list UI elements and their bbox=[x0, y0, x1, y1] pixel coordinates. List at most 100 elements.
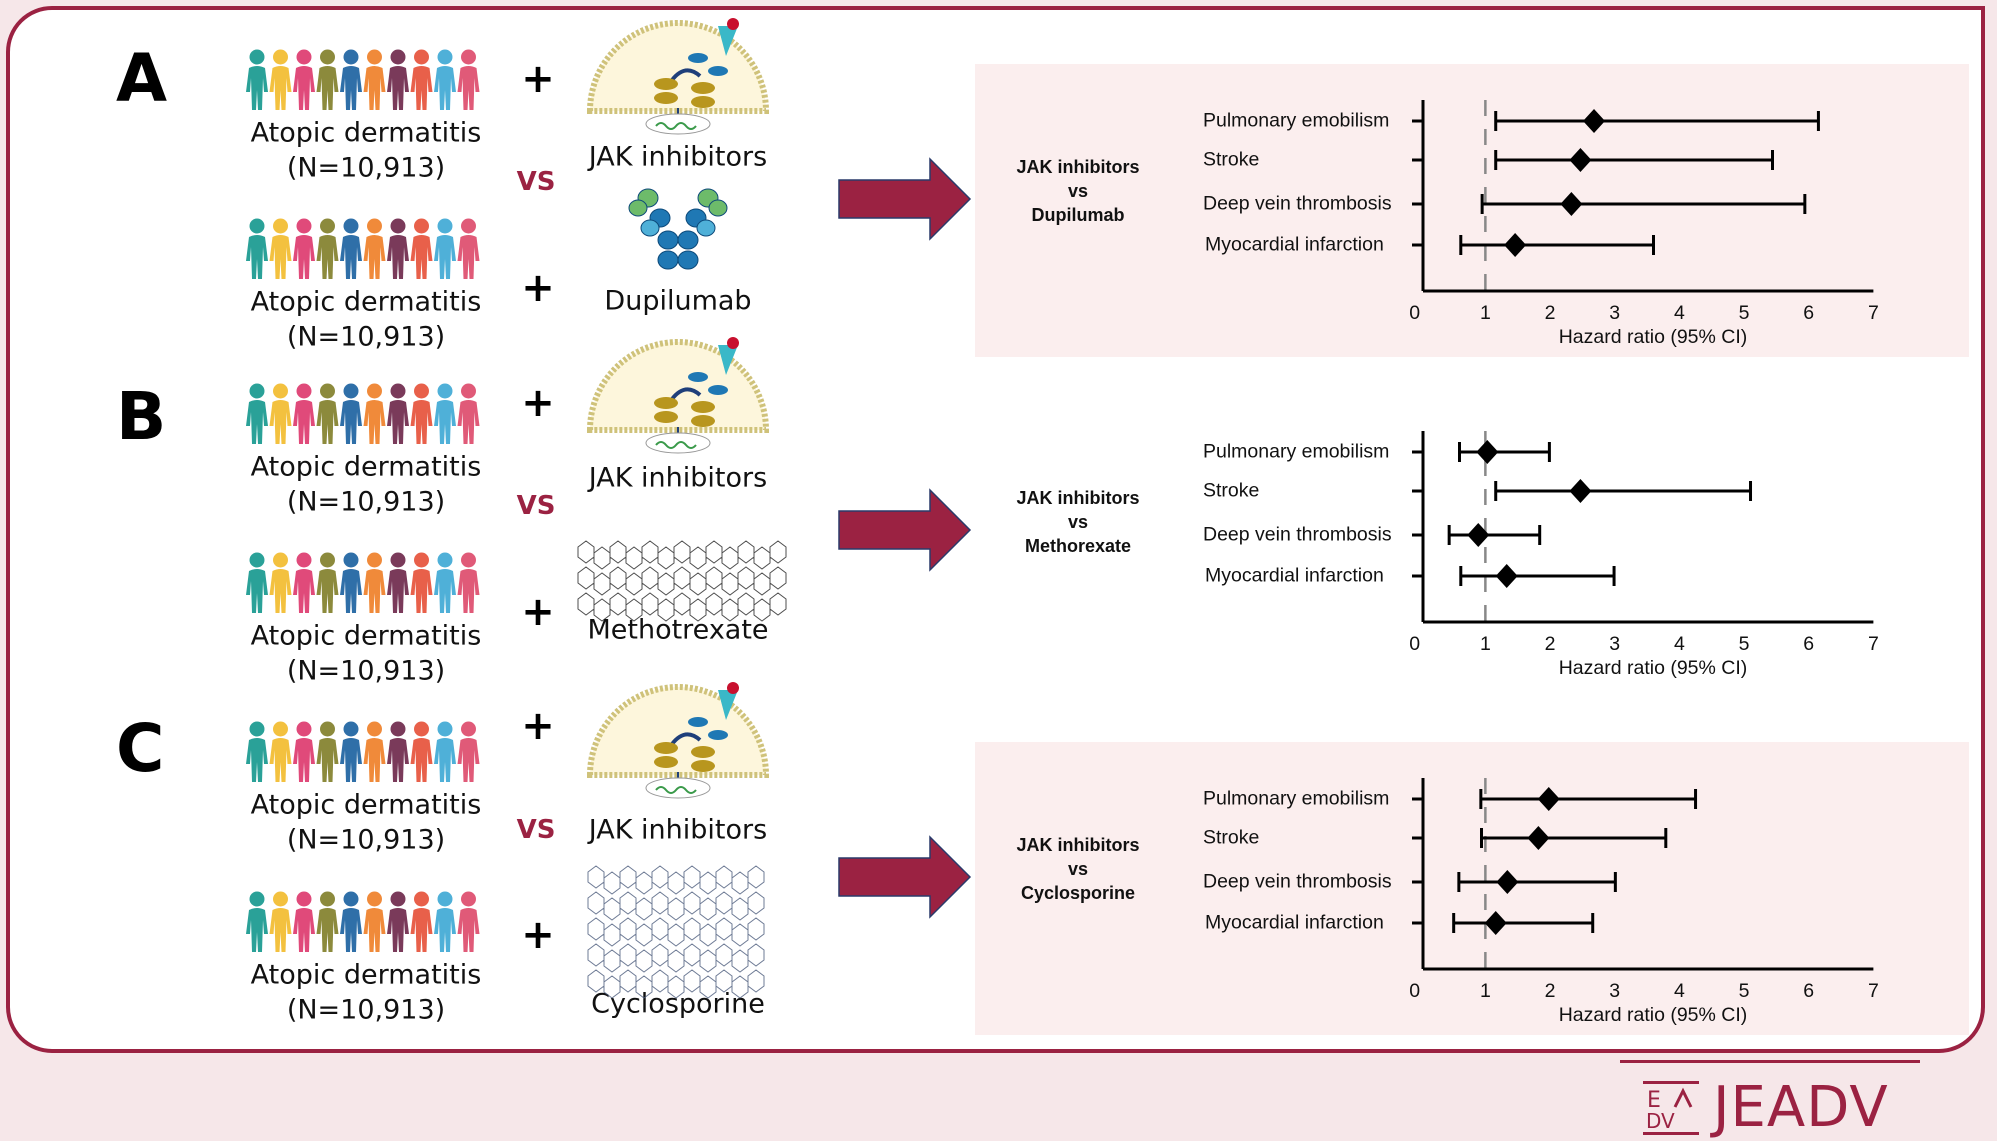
group-label: Atopic dermatitis bbox=[250, 959, 482, 991]
person-icon bbox=[457, 891, 480, 952]
vs-label: VS bbox=[516, 167, 556, 197]
outcome-label: Deep vein thrombosis bbox=[1203, 870, 1392, 893]
drug-label: Methotrexate bbox=[587, 614, 769, 646]
group-size: (N=10,913) bbox=[286, 655, 446, 687]
comparison-label-line: vs bbox=[1067, 859, 1089, 879]
x-tick-label: 6 bbox=[1803, 633, 1814, 655]
x-tick-label: 2 bbox=[1545, 980, 1556, 1002]
x-tick-label: 0 bbox=[1409, 980, 1420, 1002]
person-icon bbox=[363, 552, 386, 613]
patient-group-people bbox=[246, 383, 480, 444]
comparison-label-line: Methorexate bbox=[1024, 536, 1132, 556]
x-tick-label: 2 bbox=[1545, 633, 1556, 655]
x-tick-label: 2 bbox=[1545, 302, 1556, 324]
person-icon bbox=[387, 49, 409, 110]
plus-sign: + bbox=[521, 703, 555, 749]
person-icon bbox=[293, 552, 315, 613]
outcome-label: Myocardial infarction bbox=[1205, 564, 1384, 587]
comparison-panel-background bbox=[975, 64, 1969, 357]
drug-label: Dupilumab bbox=[604, 285, 752, 317]
plus-sign: + bbox=[521, 265, 555, 311]
plus-sign: + bbox=[521, 912, 555, 958]
person-icon bbox=[293, 49, 315, 110]
person-icon bbox=[269, 552, 292, 613]
x-axis-title: Hazard ratio (95% CI) bbox=[1559, 1004, 1748, 1026]
outcome-label: Pulmonary emobilism bbox=[1203, 440, 1390, 463]
outcome-label: Myocardial infarction bbox=[1205, 911, 1384, 934]
person-icon bbox=[316, 552, 339, 613]
person-icon bbox=[293, 218, 315, 279]
hazard-ratio-marker bbox=[1484, 911, 1507, 935]
arrow-icon bbox=[838, 488, 972, 572]
person-icon bbox=[316, 891, 339, 952]
x-tick-label: 3 bbox=[1609, 302, 1620, 324]
person-icon bbox=[410, 891, 433, 952]
person-icon bbox=[293, 891, 315, 952]
vs-label: VS bbox=[516, 815, 556, 845]
comparison-label-line: JAK inhibitors bbox=[1016, 835, 1140, 855]
panel-letter: A bbox=[116, 40, 168, 117]
x-tick-label: 6 bbox=[1803, 980, 1814, 1002]
person-icon bbox=[246, 552, 268, 613]
person-icon bbox=[316, 218, 339, 279]
outcome-label: Myocardial infarction bbox=[1205, 233, 1384, 256]
comparison-label-line: JAK inhibitors bbox=[1016, 488, 1140, 508]
patient-group-people bbox=[246, 721, 480, 782]
panel-letter: B bbox=[116, 378, 167, 455]
jak-pathway-icon bbox=[586, 682, 770, 799]
plus-sign: + bbox=[521, 56, 555, 102]
svg-text:DV: DV bbox=[1646, 1109, 1675, 1133]
person-icon bbox=[363, 49, 386, 110]
x-tick-label: 0 bbox=[1409, 302, 1420, 324]
hazard-ratio-marker bbox=[1560, 192, 1583, 216]
group-size: (N=10,913) bbox=[286, 321, 446, 353]
drug-label: JAK inhibitors bbox=[588, 141, 768, 173]
person-icon bbox=[457, 721, 480, 782]
person-icon bbox=[363, 383, 386, 444]
cyclosporine-structure-icon bbox=[587, 865, 765, 999]
jak-pathway-icon bbox=[586, 337, 770, 454]
person-icon bbox=[434, 721, 456, 782]
patient-group-people bbox=[246, 218, 480, 279]
person-icon bbox=[246, 218, 268, 279]
patient-group-people bbox=[246, 891, 480, 952]
x-tick-label: 6 bbox=[1803, 302, 1814, 324]
hazard-ratio-marker bbox=[1496, 870, 1519, 894]
person-icon bbox=[387, 552, 409, 613]
person-icon bbox=[363, 218, 386, 279]
comparison-label-line: Dupilumab bbox=[1031, 205, 1125, 225]
comparison-panel-background bbox=[975, 742, 1969, 1035]
x-tick-label: 7 bbox=[1868, 980, 1879, 1002]
panel-letter: C bbox=[116, 710, 165, 787]
patient-group-people bbox=[246, 49, 480, 110]
group-label: Atopic dermatitis bbox=[250, 286, 482, 318]
group-label: Atopic dermatitis bbox=[250, 789, 482, 821]
person-icon bbox=[363, 721, 386, 782]
person-icon bbox=[246, 721, 268, 782]
group-size: (N=10,913) bbox=[286, 152, 446, 184]
person-icon bbox=[340, 721, 362, 782]
person-icon bbox=[457, 552, 480, 613]
vs-label: VS bbox=[516, 491, 556, 521]
person-icon bbox=[410, 218, 433, 279]
comparison-label-line: vs bbox=[1067, 512, 1089, 532]
drug-label: Cyclosporine bbox=[591, 988, 765, 1020]
outcome-label: Pulmonary emobilism bbox=[1203, 787, 1390, 810]
x-tick-label: 1 bbox=[1480, 302, 1491, 324]
plus-sign: + bbox=[521, 589, 555, 635]
person-icon bbox=[410, 383, 433, 444]
hazard-ratio-marker bbox=[1476, 440, 1499, 464]
hazard-ratio-marker bbox=[1495, 564, 1518, 588]
person-icon bbox=[293, 383, 315, 444]
comparison-label-line: Cyclosporine bbox=[1020, 883, 1136, 903]
hazard-ratio-marker bbox=[1467, 523, 1490, 547]
arrow-icon bbox=[838, 157, 972, 241]
person-icon bbox=[363, 891, 386, 952]
x-tick-label: 0 bbox=[1409, 633, 1420, 655]
arrow-icon bbox=[838, 835, 972, 919]
outcome-label: Stroke bbox=[1203, 826, 1260, 849]
person-icon bbox=[387, 383, 409, 444]
